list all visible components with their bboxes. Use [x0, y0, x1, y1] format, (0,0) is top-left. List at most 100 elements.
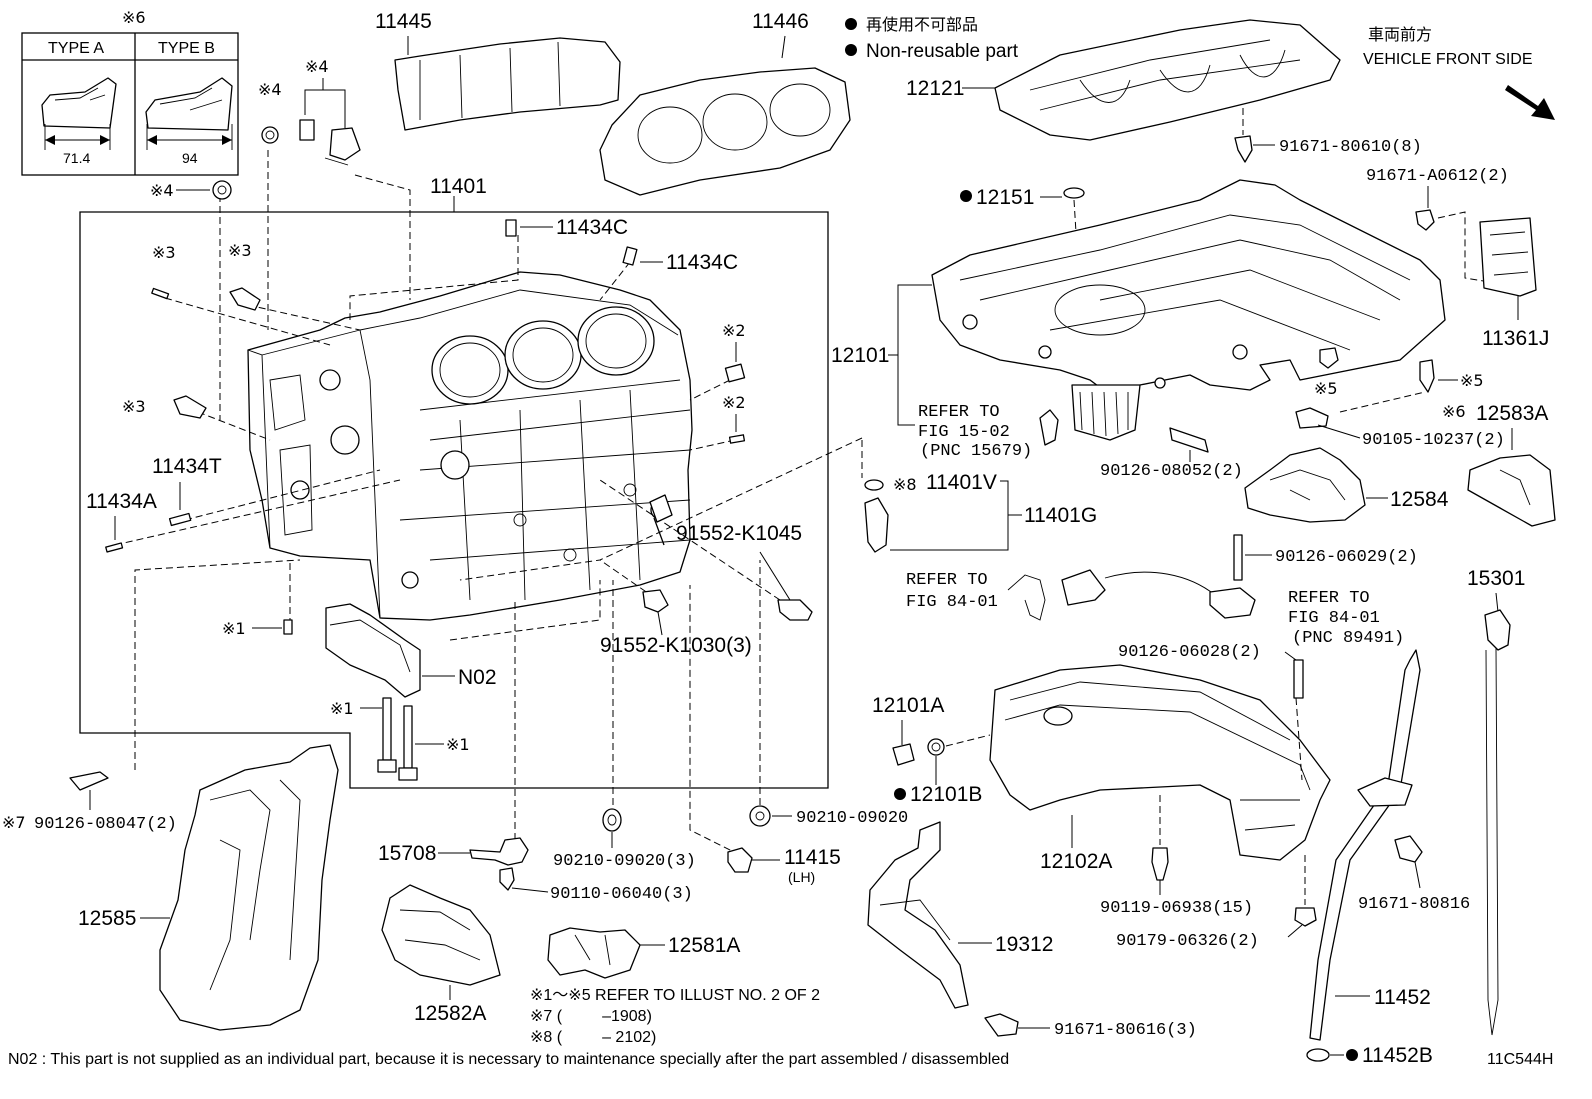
ref-15-02-line3: (PNC 15679): [920, 442, 1032, 461]
label-11434c-1: 11434C: [556, 216, 628, 239]
gasket-ring-icon: [602, 808, 622, 832]
label-12121: 12121: [906, 77, 964, 100]
mark-4a: ※4: [258, 80, 282, 99]
non-reusable-dot-icon: [1346, 1049, 1358, 1061]
label-91552-k1045: 91552-K1045: [676, 522, 802, 545]
label-11401v: 11401V: [926, 471, 997, 494]
stud-bolt-icon: [1233, 534, 1243, 581]
oil-pressure-switch-icon: [329, 127, 361, 161]
engine-bracket-19312: [867, 821, 969, 1009]
nut-icon: [1294, 907, 1317, 927]
oil-pan-cover-plate: 91671-A0612(2) 11361J: [1366, 167, 1549, 350]
gasket-ring-icon: [927, 738, 945, 756]
drain-plug-group: 12101A 12101B: [872, 694, 991, 806]
label-19312: 19312: [995, 933, 1053, 956]
label-90210-09020-3: 90210-09020(3): [553, 852, 696, 871]
oil-jet-15708: [469, 837, 529, 866]
label-90179-06326: 90179-06326(2): [1116, 932, 1259, 951]
label-91671-80616: 91671-80616(3): [1054, 1021, 1197, 1040]
ref-15-02-line2: FIG 15-02: [918, 423, 1010, 442]
knock-sensor-icon: [649, 494, 673, 546]
sensor-group: ※8 11401V 11401G REFER TO FIG 84-01 9012…: [861, 440, 1418, 648]
oil-jet-icon: [1039, 409, 1059, 446]
bolt-head-icon: [377, 759, 397, 773]
ref-89491-line1: REFER TO: [1288, 589, 1370, 608]
label-12101b: 12101B: [910, 783, 982, 806]
label-12582a: 12582A: [414, 1002, 486, 1025]
gasket-ring-icon: [749, 805, 771, 827]
stud-bolt-icon: [69, 771, 109, 791]
bolt-icon: [984, 1013, 1019, 1037]
spacer-11445: [394, 37, 621, 131]
oil-filter-boss-icon: [1071, 384, 1141, 441]
alignment-lines: [114, 150, 863, 856]
sensor-connector-icon: [1209, 587, 1256, 619]
assembly-frame-11401: [79, 211, 829, 789]
dipstick-handle-icon: [1484, 609, 1511, 651]
mark-1a: ※1: [222, 619, 246, 638]
mark-3a: ※3: [152, 243, 176, 262]
insulator-12583a: [1467, 454, 1556, 527]
gasket-ring-icon: [261, 126, 279, 144]
label-12101: 12101: [831, 344, 889, 367]
label-91671-80816: 91671-80816: [1358, 895, 1470, 914]
label-11445: 11445: [375, 10, 432, 33]
label-15708: 15708: [378, 842, 436, 865]
lower-oil-pan: 12102A 90126-06028(2) 90119-06938(15) 90…: [989, 643, 1331, 951]
spacer-11446: [599, 67, 851, 196]
oil-pan-12102a: [989, 664, 1331, 861]
sensor-11401v: [864, 497, 889, 553]
bolt-icon: [1419, 359, 1435, 393]
baffle-plate: 12121 91671-80610(8): [906, 19, 1422, 163]
vehicle-front-en: VEHICLE FRONT SIDE: [1363, 51, 1533, 68]
bearing-cap-n02: [325, 603, 421, 698]
non-reusable-dot-icon: [845, 18, 857, 30]
dowel-pins: 11434C 11434C ※2 ※2 11401: [430, 175, 746, 444]
ref-15-02-line1: REFER TO: [918, 403, 1000, 422]
label-11452b: 11452B: [1362, 1044, 1433, 1067]
bolt-icon: [777, 599, 813, 621]
label-90126-08052: 90126-08052(2): [1100, 462, 1243, 481]
type-b-label: TYPE B: [158, 40, 215, 57]
insulator-12581a: [547, 927, 641, 979]
note-7: ※7 ( –1908): [530, 1008, 652, 1025]
ref-84-01-line2: FIG 84-01: [906, 593, 998, 612]
non-reusable-dot-icon: [960, 190, 972, 202]
bolt-icon: [1234, 135, 1253, 163]
bracket-19312: 19312 91671-80616(3): [867, 821, 1197, 1040]
drain-plug-11415-icon: [727, 847, 753, 873]
type-table: ※6 TYPE A TYPE B 71.4 94: [21, 8, 239, 176]
label-11452: 11452: [1374, 986, 1431, 1009]
dipstick-group: 15301 91671-80816 11452 11452B: [1306, 567, 1525, 1067]
pin-icon: [168, 512, 192, 527]
pin-icon: [151, 287, 170, 300]
left-fasteners: ※4 ※4 ※4 ※3 ※3 ※3 11434T 11434A ※1: [86, 57, 361, 638]
type-b-pad: [145, 77, 233, 131]
gasket-ring-icon: [212, 180, 232, 200]
mark-2b: ※2: [722, 393, 746, 412]
label-90210-09020: 90210-09020: [796, 809, 908, 828]
mark-4c: ※4: [305, 57, 329, 76]
pin-icon: [105, 542, 124, 553]
label-12584: 12584: [1390, 488, 1449, 511]
label-91671-a0612: 91671-A0612(2): [1366, 167, 1509, 186]
pin-icon: [505, 219, 517, 237]
label-11415: 11415: [784, 846, 841, 869]
mark-7: ※7: [2, 813, 26, 832]
ref-89491-line3: (PNC 89491): [1292, 629, 1404, 648]
label-12583a: 12583A: [1476, 402, 1548, 425]
mark-5a: ※5: [1314, 379, 1338, 398]
bolt-icon: [642, 589, 669, 613]
stud-bolt-icon: [1169, 427, 1209, 453]
o-ring-icon: [1306, 1048, 1330, 1062]
type-a-dimension: 71.4: [63, 150, 90, 166]
label-90119-06938: 90119-06938(15): [1100, 899, 1253, 918]
bolt-icon: [1415, 209, 1435, 231]
mark-1b: ※1: [330, 699, 354, 718]
non-reusable-en: Non-reusable part: [866, 41, 1019, 62]
label-n02: N02: [458, 666, 497, 689]
upper-oil-pan: 12151 12101 REFER TO FIG 15-02 (PNC 1567…: [831, 179, 1446, 481]
label-11401g: 11401G: [1024, 504, 1097, 527]
mark-8a: ※8: [893, 475, 917, 494]
bolt-icon: [299, 119, 315, 141]
